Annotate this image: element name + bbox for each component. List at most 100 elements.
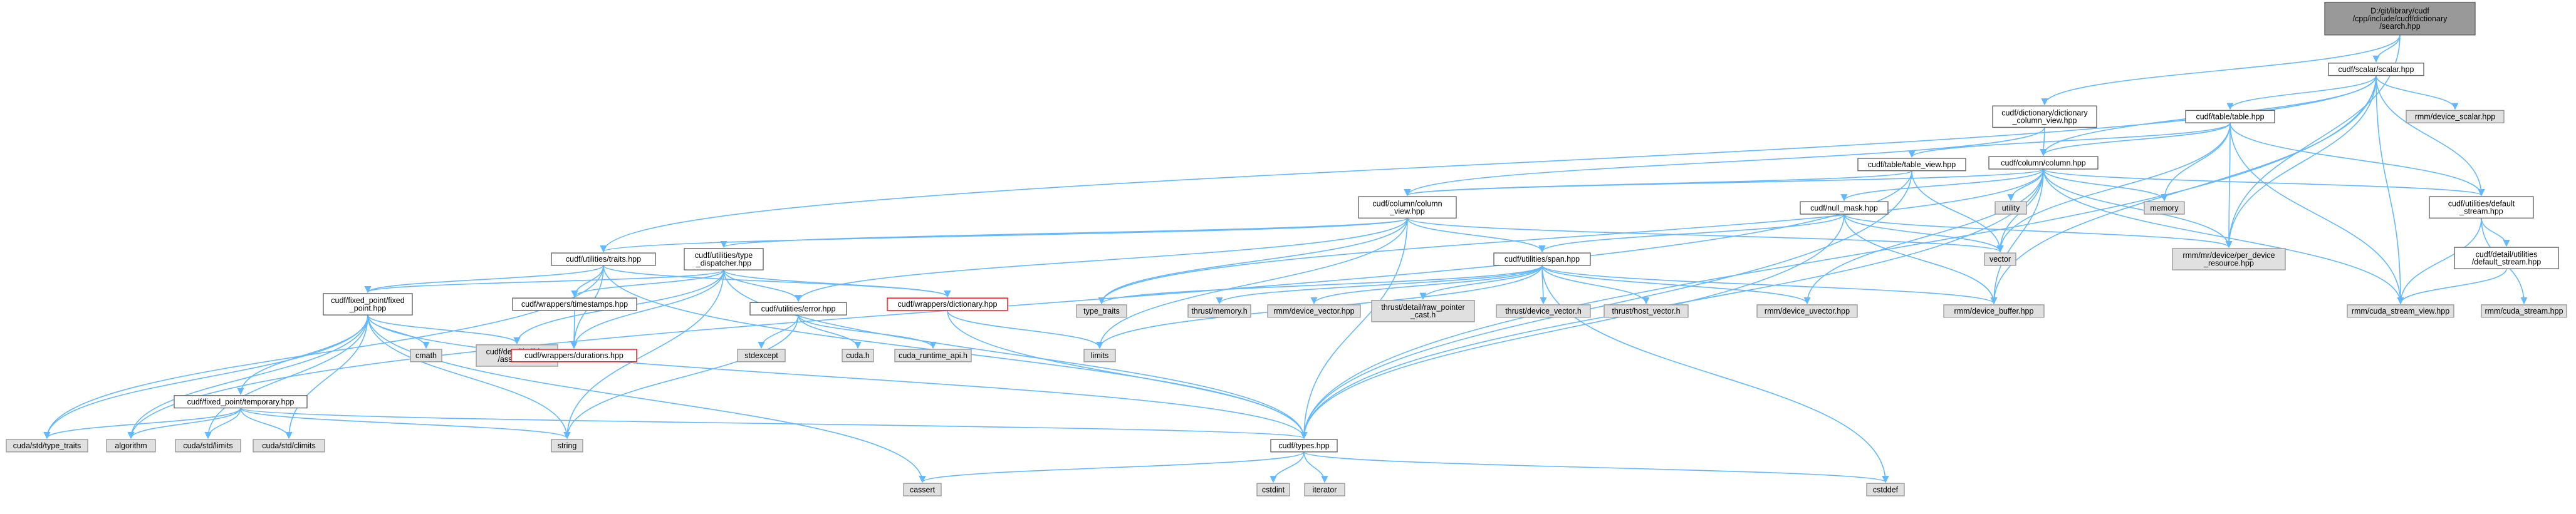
node-devuvector: rmm/device_uvector.hpp xyxy=(1756,304,1858,318)
edge-traits-to-dictwrap xyxy=(603,265,951,298)
node-label: thrust/host_vector.h xyxy=(1612,307,1680,316)
edge-scalar-to-types xyxy=(1300,75,2377,439)
edge-fpfixed-to-algorithm xyxy=(127,315,368,439)
node-box xyxy=(1992,105,2097,128)
node-label: cudf/utilities/span.hpp xyxy=(1504,255,1580,264)
node-box xyxy=(1083,349,1116,362)
node-colview[interactable]: cudf/column/column_view.hpp xyxy=(1358,196,1457,219)
edge-column-to-cudastreamview xyxy=(2043,168,2404,305)
node-durations[interactable]: cudf/wrappers/durations.hpp xyxy=(511,349,637,362)
node-label: cuda/std/limits xyxy=(183,441,232,450)
node-search[interactable]: D:/git/library/cudf/cpp/include/cudf/dic… xyxy=(2324,1,2476,36)
node-box xyxy=(1358,196,1457,219)
node-devvector: rmm/device_vector.hpp xyxy=(1267,304,1361,318)
node-label: thrust/memory.h xyxy=(1191,307,1247,316)
node-box xyxy=(174,395,308,409)
node-cudaclimits: cuda/std/climits xyxy=(253,439,325,453)
edge-typedisp-to-durations xyxy=(570,270,724,349)
node-box xyxy=(1493,252,1591,266)
node-label: thrust/detail/raw_pointer xyxy=(1381,303,1464,312)
node-label: rmm/device_buffer.hpp xyxy=(1954,307,2034,316)
node-label: cassert xyxy=(910,485,936,494)
edge-types-to-cstddef xyxy=(1303,451,1889,483)
edge-nullmask-to-span xyxy=(1538,213,1845,253)
node-cmath: cmath xyxy=(410,349,442,362)
node-box xyxy=(1857,158,1966,172)
node-traits[interactable]: cudf/utilities/traits.hpp xyxy=(551,252,656,266)
node-defstream[interactable]: cudf/utilities/default_stream.hpp xyxy=(2429,196,2534,219)
edge-table-to-vector xyxy=(1996,123,2231,253)
edge-fptemp-to-algorithm xyxy=(127,408,241,439)
node-label: cudf/utilities/type xyxy=(695,251,753,260)
node-label: algorithm xyxy=(115,441,147,450)
node-error[interactable]: cudf/utilities/error.hpp xyxy=(749,302,847,316)
edge-typedisp-to-fpfixed xyxy=(364,269,724,294)
node-devbuffer: rmm/device_buffer.hpp xyxy=(1943,304,2045,318)
node-typedisp[interactable]: cudf/utilities/type_dispatcher.hpp xyxy=(684,248,764,270)
node-label: rmm/mr/device/per_device xyxy=(2182,251,2275,260)
node-box xyxy=(551,252,656,266)
node-string: string xyxy=(551,439,583,453)
edge-column-to-defstream xyxy=(2043,168,2485,197)
node-span[interactable]: cudf/utilities/span.hpp xyxy=(1493,252,1591,266)
edge-nullmask-to-types xyxy=(1300,213,1845,439)
node-box xyxy=(551,439,583,453)
node-box xyxy=(1756,304,1858,318)
node-label: cstdint xyxy=(1262,485,1285,494)
edge-timestamps-to-durations xyxy=(570,310,578,349)
node-cudastream: rmm/cuda_stream.hpp xyxy=(2481,304,2567,318)
node-fptemp[interactable]: cudf/fixed_point/temporary.hpp xyxy=(174,395,308,409)
edge-scalar-to-traits xyxy=(600,75,2377,253)
node-column[interactable]: cudf/column/column.hpp xyxy=(1988,156,2099,170)
edge-table-to-defstream xyxy=(2229,123,2485,197)
node-table[interactable]: cudf/table/table.hpp xyxy=(2185,110,2275,123)
node-label: D:/git/library/cudf xyxy=(2370,7,2429,16)
edges xyxy=(43,34,2528,483)
edge-detdefstream-to-cudastreamview xyxy=(2397,269,2507,305)
node-box xyxy=(903,483,942,496)
edge-fptemp-to-cudaclimits xyxy=(240,408,293,439)
node-box xyxy=(1304,483,1345,496)
node-label: _stream.hpp xyxy=(2459,207,2503,216)
edge-span-to-thrusthost xyxy=(1541,265,1650,305)
node-box xyxy=(175,439,241,453)
node-label: cuda/std/climits xyxy=(262,441,315,450)
edge-colview-to-span xyxy=(1407,218,1546,253)
node-tableview[interactable]: cudf/table/table_view.hpp xyxy=(1857,158,1966,172)
node-box xyxy=(894,349,972,362)
node-label: thrust/device_vector.h xyxy=(1505,307,1582,316)
node-detdefstream[interactable]: cudf/detail/utilities/default_stream.hpp xyxy=(2454,247,2559,270)
node-box xyxy=(887,297,1008,311)
node-box xyxy=(1603,304,1689,318)
edge-nullmask-to-perdevres xyxy=(1843,213,2233,249)
edge-dictcolview-to-colview xyxy=(1404,127,2045,197)
node-fpfixed[interactable]: cudf/fixed_point/fixed_point.hpp xyxy=(323,293,413,316)
node-label: rmm/cuda_stream_view.hpp xyxy=(2352,307,2449,316)
node-dictcolview[interactable]: cudf/dictionary/dictionary_column_view.h… xyxy=(1992,105,2097,128)
node-label: /cpp/include/cudf/dictionary xyxy=(2353,14,2448,23)
node-scalar[interactable]: cudf/scalar/scalar.hpp xyxy=(2328,63,2424,76)
edge-fpfixed-to-assertcuh xyxy=(367,314,521,344)
node-dictwrap[interactable]: cudf/wrappers/dictionary.hpp xyxy=(887,297,1008,311)
node-memory: memory xyxy=(2144,201,2185,215)
edge-span-to-rawptr xyxy=(1419,265,1543,300)
node-box xyxy=(106,439,156,453)
edge-fptemp-to-cudalimits xyxy=(204,408,241,439)
node-types[interactable]: cudf/types.hpp xyxy=(1270,439,1338,453)
node-label: cudf/types.hpp xyxy=(1278,441,1329,450)
edge-defstream-to-detdefstream xyxy=(2481,218,2510,247)
edge-typedisp-to-timestamps xyxy=(571,269,724,298)
node-cudah: cuda.h xyxy=(842,349,874,362)
node-label: rmm/device_vector.hpp xyxy=(1273,307,1354,316)
node-iterator: iterator xyxy=(1304,483,1345,496)
edge-nullmask-to-devbuffer xyxy=(1843,213,1998,305)
edge-tableview-to-colview xyxy=(1404,170,1912,197)
node-label: cuda_runtime_api.h xyxy=(899,351,967,360)
node-label: cuda/std/type_traits xyxy=(13,441,81,450)
edge-error-to-string xyxy=(563,315,799,439)
node-nullmask[interactable]: cudf/null_mask.hpp xyxy=(1800,201,1889,215)
node-label: type_traits xyxy=(1083,307,1120,316)
node-timestamps[interactable]: cudf/wrappers/timestamps.hpp xyxy=(512,297,637,311)
edge-traits-to-timestamps xyxy=(571,265,604,298)
